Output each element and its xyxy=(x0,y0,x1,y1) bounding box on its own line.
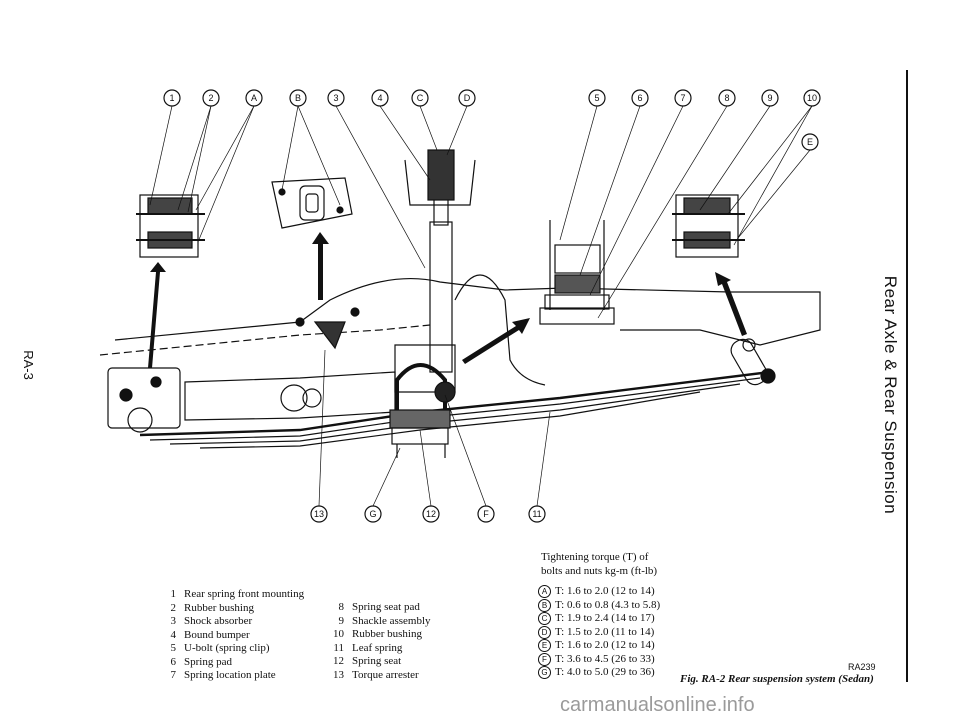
callout-circle xyxy=(327,89,345,107)
torque-title: Tightening torque (T) of bolts and nuts … xyxy=(541,551,658,577)
callout-circle xyxy=(422,505,440,523)
spring-seat xyxy=(389,409,451,429)
inset-spring-pad xyxy=(539,220,615,325)
watermark: carmanualsonline.info xyxy=(560,694,755,716)
inset-rear-shackle xyxy=(672,194,745,258)
body-floor-outline xyxy=(114,277,821,346)
shock-absorber-body xyxy=(429,221,453,373)
callout-circle xyxy=(202,89,220,107)
pointer-arrows xyxy=(148,232,747,368)
callout-circle xyxy=(364,505,382,523)
callout-circle xyxy=(289,89,307,107)
callout-label: 5 xyxy=(594,93,599,103)
page-number: RA-3 xyxy=(21,350,36,380)
section-title: Rear Axle & Rear Suspension xyxy=(881,275,900,515)
callout-circle xyxy=(803,89,821,107)
callout-circle xyxy=(674,89,692,107)
callout-label: 9 xyxy=(767,93,772,103)
leader-lines xyxy=(149,105,813,507)
u-bolt xyxy=(395,363,447,420)
callout-circle xyxy=(458,89,476,107)
callout-label: 2 xyxy=(208,93,213,103)
callout-label: 11 xyxy=(532,509,541,519)
callout-circle xyxy=(588,89,606,107)
figure-caption: Fig. RA-2 Rear suspension system (Sedan) xyxy=(680,673,874,685)
callout-label: C xyxy=(417,93,424,103)
torque-arrester xyxy=(313,321,346,350)
callout-label: 4 xyxy=(377,93,382,103)
callout-label: 7 xyxy=(680,93,685,103)
callout-circle xyxy=(371,89,389,107)
callout-label: F xyxy=(483,509,489,519)
callout-circle xyxy=(245,89,263,107)
callout-label: 10 xyxy=(807,93,817,103)
inset-front-bushing xyxy=(136,194,205,258)
callout-circle xyxy=(718,89,736,107)
callout-label: 6 xyxy=(637,93,642,103)
axle-housing xyxy=(184,371,396,421)
callout-label: 1 xyxy=(169,93,174,103)
callout-circle xyxy=(310,505,328,523)
callout-circle xyxy=(528,505,546,523)
shackle-assembly xyxy=(730,338,768,386)
wheel-arch xyxy=(454,274,546,386)
callout-label: 12 xyxy=(426,509,436,519)
callout-circle xyxy=(477,505,495,523)
callout-circle xyxy=(761,89,779,107)
callout-label: D xyxy=(464,93,471,103)
front-mounting-bracket xyxy=(107,367,181,429)
callout-label: 13 xyxy=(314,509,324,519)
vertical-rule xyxy=(906,70,908,682)
figure-code: RA239 xyxy=(848,662,876,672)
axle-end xyxy=(280,384,308,412)
callout-circle xyxy=(411,89,429,107)
callout-circle xyxy=(801,133,819,151)
inset-location-plate xyxy=(271,177,353,229)
callout-label: 3 xyxy=(333,93,338,103)
callout-label: E xyxy=(807,137,813,147)
callout-circle xyxy=(163,89,181,107)
callout-label: 8 xyxy=(724,93,729,103)
callout-label: G xyxy=(369,509,376,519)
callout-label: B xyxy=(295,93,301,103)
callout-label: A xyxy=(251,93,257,103)
callout-circle xyxy=(631,89,649,107)
